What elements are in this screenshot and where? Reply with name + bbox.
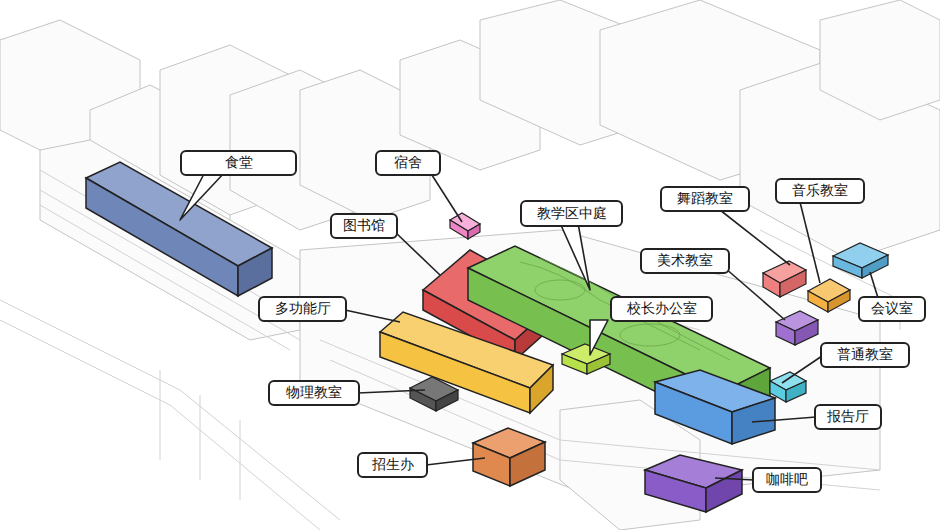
context-lines [0, 170, 900, 530]
callout-box: 食堂 [180, 150, 297, 176]
callout-label: 报告厅 [827, 408, 869, 426]
callout-box: 普通教室 [820, 342, 910, 368]
callout-label: 会议室 [871, 300, 913, 318]
callout-label: 宿舍 [394, 154, 422, 172]
callout-box: 美术教室 [640, 248, 730, 274]
callout-box: 舞蹈教室 [660, 186, 750, 212]
callout-label: 图书馆 [343, 217, 385, 235]
callout-box: 教学区中庭 [520, 200, 623, 227]
callout-label: 物理教室 [286, 384, 342, 402]
callout-box: 校长办公室 [610, 296, 713, 322]
callout-box: 招生办 [357, 452, 428, 478]
callout-label: 校长办公室 [627, 300, 697, 318]
callout-box: 会议室 [858, 296, 926, 322]
callout-label: 食堂 [225, 154, 253, 172]
callout-box: 物理教室 [268, 380, 360, 406]
callout-box: 咖啡吧 [752, 467, 822, 493]
callout-box: 图书馆 [330, 213, 398, 239]
callout-label: 舞蹈教室 [677, 190, 733, 208]
callout-label: 教学区中庭 [537, 205, 607, 223]
callout-label: 美术教室 [657, 252, 713, 270]
callout-label: 咖啡吧 [766, 471, 808, 489]
callout-label: 多功能厅 [275, 300, 331, 318]
callout-box: 宿舍 [375, 150, 441, 176]
building-blocks [86, 162, 888, 512]
callout-label: 音乐教室 [792, 182, 848, 200]
leader-lines [180, 172, 878, 480]
callout-box: 多功能厅 [258, 296, 347, 322]
callout-box: 报告厅 [814, 404, 882, 430]
callout-label: 招生办 [372, 456, 414, 474]
callout-box: 音乐教室 [775, 178, 865, 204]
callout-label: 普通教室 [837, 346, 893, 364]
